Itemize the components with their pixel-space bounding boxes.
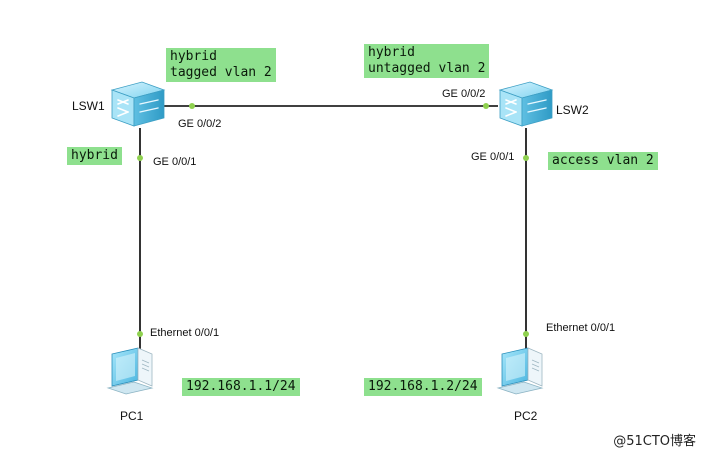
switch-icon[interactable] bbox=[498, 81, 554, 127]
port-dot-lsw1-ge002 bbox=[189, 103, 195, 109]
pc-icon[interactable] bbox=[496, 347, 544, 395]
switch-icon[interactable] bbox=[110, 81, 166, 127]
port-dot-pc2-eth bbox=[523, 331, 529, 337]
port-label-lsw1-ge002: GE 0/0/2 bbox=[178, 118, 222, 130]
watermark: @51CTO博客 bbox=[613, 434, 696, 449]
port-label-lsw2-ge002: GE 0/0/2 bbox=[442, 88, 486, 100]
port-label-pc1-eth: Ethernet 0/0/1 bbox=[150, 327, 220, 339]
note-lsw2-down: access vlan 2 bbox=[548, 152, 658, 170]
device-label-pc1: PC1 bbox=[120, 409, 144, 423]
note-pc2-ip: 192.168.1.2/24 bbox=[364, 378, 482, 396]
port-dot-lsw2-ge001 bbox=[523, 155, 529, 161]
device-label-lsw2: LSW2 bbox=[556, 103, 589, 117]
device-label-lsw1: LSW1 bbox=[72, 99, 105, 113]
port-label-lsw2-ge001: GE 0/0/1 bbox=[471, 151, 515, 163]
port-dot-lsw1-ge001 bbox=[137, 155, 143, 161]
port-dot-pc1-eth bbox=[137, 331, 143, 337]
note-pc1-ip: 192.168.1.1/24 bbox=[182, 378, 300, 396]
port-label-lsw1-ge001: GE 0/0/1 bbox=[153, 156, 197, 168]
device-label-pc2: PC2 bbox=[514, 409, 538, 423]
note-lsw2-trunk: hybrid untagged vlan 2 bbox=[364, 44, 490, 78]
port-dot-lsw2-ge002 bbox=[483, 103, 489, 109]
pc-icon[interactable] bbox=[106, 347, 154, 395]
note-lsw1-trunk: hybrid tagged vlan 2 bbox=[166, 48, 276, 82]
note-lsw1-down: hybrid bbox=[67, 147, 122, 165]
port-label-pc2-eth: Ethernet 0/0/1 bbox=[546, 322, 616, 334]
